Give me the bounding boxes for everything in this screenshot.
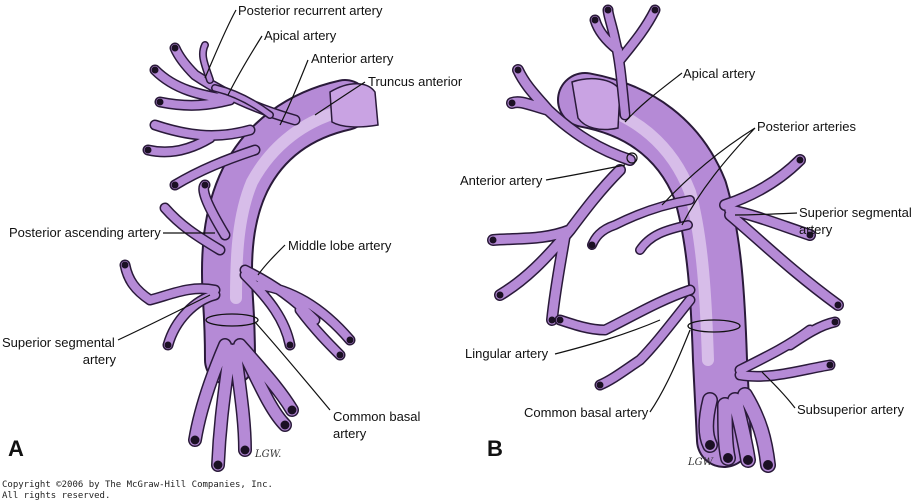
- panel-b-lingular-branches: [554, 284, 696, 391]
- panel-b-label-posterior-arteries: Posterior arteries: [757, 119, 856, 134]
- panel-b-leader-anterior: [545, 164, 626, 181]
- panel-b-anterior-branches: [487, 64, 636, 326]
- panel-b-label-anterior-artery: Anterior artery: [460, 173, 543, 188]
- panel-b-leader-apical: [624, 72, 683, 123]
- panel-a-letter: A: [8, 436, 24, 461]
- panel-a-leader-posterior-recurrent: [204, 9, 237, 79]
- copyright-notice: Copyright ©2006 by The McGraw-Hill Compa…: [2, 480, 273, 502]
- panel-b-leader-common-basal: [649, 329, 691, 413]
- panel-b-leader-lingular: [554, 319, 661, 355]
- copyright-line-1: Copyright ©2006 by The McGraw-Hill Compa…: [2, 480, 273, 490]
- panel-a-label-superior-segmental-line2: artery: [83, 352, 117, 367]
- panel-a-label-common-basal-line2: artery: [333, 426, 367, 441]
- panel-b-label-lingular-artery: Lingular artery: [465, 346, 549, 361]
- panel-a-label-common-basal-line1: Common basal: [333, 409, 421, 424]
- panel-a-label-posterior-ascending-artery: Posterior ascending artery: [9, 225, 161, 240]
- panel-b-artist-signature: LGW: [687, 457, 714, 468]
- panel-a-label-superior-segmental-line1: Superior segmental: [2, 335, 115, 350]
- panel-b-subsuperior-branches: [734, 316, 841, 382]
- panel-a-basal-branches: [188, 338, 299, 472]
- panel-a-left-branches: [119, 179, 231, 351]
- panel-a-leader-middle-lobe: [257, 244, 286, 276]
- panel-a-label-anterior-artery: Anterior artery: [311, 51, 394, 66]
- panel-a-common-basal-ring: [205, 313, 259, 327]
- panel-a-vessel-ends: [121, 44, 354, 470]
- panel-b-basal-branches: [698, 387, 776, 473]
- panel-b-leader-subsuperior: [761, 371, 796, 409]
- panel-b-label-subsuperior-artery: Subsuperior artery: [797, 402, 904, 417]
- panel-a-label-apical-artery: Apical artery: [264, 28, 337, 43]
- panel-a-leader-anterior: [279, 59, 309, 126]
- panel-a-main-trunk-highlight: [230, 104, 351, 304]
- panel-a-upper-branches: [142, 41, 301, 191]
- panel-b-apical-origin-loop: [626, 152, 638, 164]
- panel-b-main-trunk-fill: [559, 74, 750, 466]
- panel-b-letter: B: [487, 436, 503, 461]
- panel-a-label-middle-lobe-artery: Middle lobe artery: [288, 238, 392, 253]
- panel-b-label-apical-artery: Apical artery: [683, 66, 756, 81]
- panel-a-leader-apical: [227, 35, 263, 96]
- panel-b-leader-posterior-arteries: [661, 127, 756, 226]
- panel-b-main-trunk-highlight: [584, 98, 714, 366]
- panel-b-apical-branches: [589, 4, 661, 121]
- panel-b-label-common-basal-artery: Common basal artery: [524, 405, 649, 420]
- panel-b-posterior-branches: [587, 195, 695, 255]
- panel-a-label-posterior-recurrent-artery: Posterior recurrent artery: [238, 3, 383, 18]
- panel-a-left-pulmonary-artery: Posterior recurrent artery Apical artery…: [2, 3, 463, 472]
- panel-a-truncus-cap: [329, 83, 379, 128]
- panel-b-label-superior-segmental-line1: Superior segmental: [799, 205, 912, 220]
- panel-a-leader-truncus: [314, 81, 366, 116]
- panel-b-superior-segmental-branches: [719, 154, 844, 311]
- panel-b-leader-superior-segmental: [734, 212, 798, 216]
- panel-a-label-truncus-anterior: Truncus anterior: [368, 74, 463, 89]
- panel-a-artist-signature: LGW.: [254, 449, 281, 460]
- panel-a-leader-superior-segmental: [117, 294, 211, 341]
- panel-a-middle-lobe-branches: [239, 264, 356, 361]
- panel-b-trunk-cap: [571, 77, 621, 131]
- panel-b-common-basal-ring: [687, 319, 741, 333]
- panel-a-leader-common-basal: [254, 321, 331, 411]
- copyright-line-2: All rights reserved.: [2, 491, 111, 501]
- panel-b-vessel-ends: [489, 6, 842, 470]
- panel-b-label-superior-segmental-line2: artery: [799, 222, 833, 237]
- panel-b-right-pulmonary-artery: Apical artery Posterior arteries Anterio…: [460, 4, 912, 473]
